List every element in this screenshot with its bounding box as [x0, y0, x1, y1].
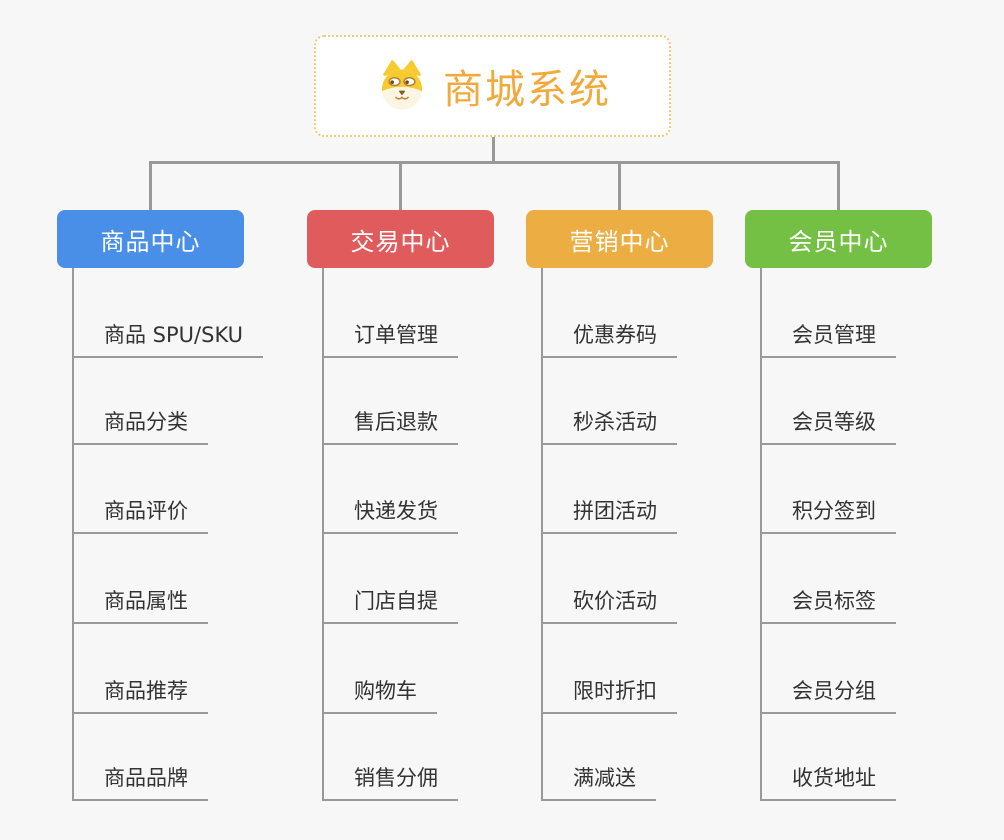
connector-drop	[618, 161, 621, 210]
dog-face-icon	[381, 60, 423, 110]
branch-spine-line	[72, 268, 74, 801]
branch-node-marketing-center[interactable]: 营销中心	[526, 210, 713, 268]
connector-root-stub	[492, 137, 495, 162]
leaf-node[interactable]: 拼团活动	[541, 496, 677, 534]
leaf-node[interactable]: 会员管理	[760, 320, 896, 358]
leaf-node[interactable]: 商品品牌	[72, 763, 208, 801]
connector-drop	[399, 161, 402, 210]
leaf-node[interactable]: 售后退款	[322, 407, 458, 445]
leaf-node[interactable]: 满减送	[541, 763, 656, 801]
leaf-node[interactable]: 会员标签	[760, 586, 896, 624]
leaf-node[interactable]: 砍价活动	[541, 586, 677, 624]
branch-node-trade-center[interactable]: 交易中心	[307, 210, 494, 268]
leaf-node[interactable]: 限时折扣	[541, 676, 677, 714]
connector-horizontal	[149, 161, 840, 164]
leaf-node[interactable]: 购物车	[322, 676, 437, 714]
leaf-node[interactable]: 商品 SPU/SKU	[72, 320, 264, 358]
root-node-mall-system[interactable]: 商城系统	[314, 35, 671, 137]
leaf-node[interactable]: 销售分佣	[322, 763, 458, 801]
branch-spine-line	[541, 268, 543, 801]
leaf-node[interactable]: 订单管理	[322, 320, 458, 358]
leaf-node[interactable]: 商品分类	[72, 407, 208, 445]
leaf-node[interactable]: 收货地址	[760, 763, 896, 801]
leaf-node[interactable]: 优惠券码	[541, 320, 677, 358]
connector-drop	[149, 161, 152, 210]
connector-drop	[837, 161, 840, 210]
leaf-node[interactable]: 商品属性	[72, 586, 208, 624]
branch-spine-line	[760, 268, 762, 801]
branch-spine-line	[322, 268, 324, 801]
branch-node-product-center[interactable]: 商品中心	[57, 210, 244, 268]
root-title: 商城系统	[443, 67, 611, 113]
leaf-node[interactable]: 商品推荐	[72, 676, 208, 714]
leaf-node[interactable]: 快递发货	[322, 496, 458, 534]
leaf-node[interactable]: 会员等级	[760, 407, 896, 445]
leaf-node[interactable]: 积分签到	[760, 496, 896, 534]
leaf-node[interactable]: 会员分组	[760, 676, 896, 714]
branch-node-member-center[interactable]: 会员中心	[745, 210, 932, 268]
leaf-node[interactable]: 秒杀活动	[541, 407, 677, 445]
leaf-node[interactable]: 商品评价	[72, 496, 208, 534]
leaf-node[interactable]: 门店自提	[322, 586, 458, 624]
